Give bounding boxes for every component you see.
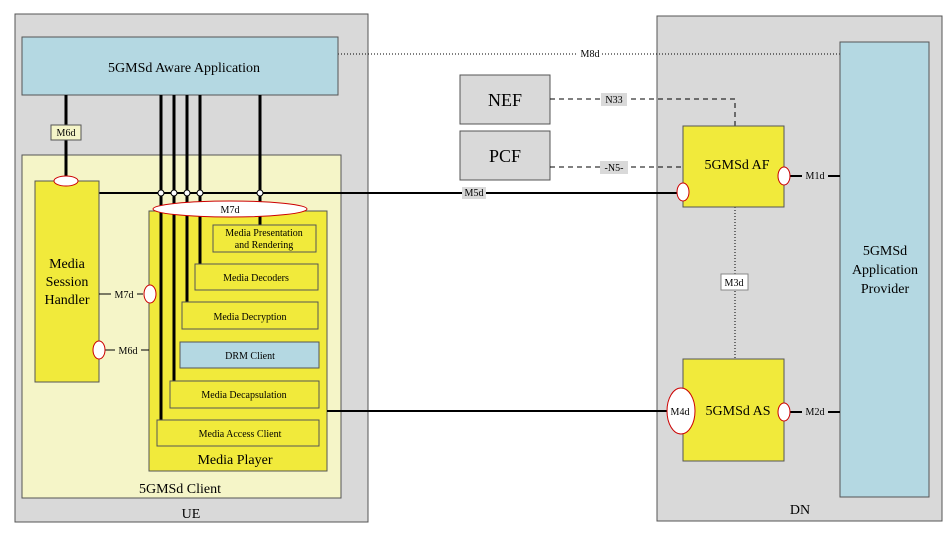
m7d-side-port (143, 284, 157, 304)
msh-line2: Session (46, 275, 89, 290)
pcf-label: PCF (489, 146, 521, 166)
decoders-label: Media Decoders (223, 273, 289, 284)
media-presentation-box: Media Presentation and Rendering (212, 224, 317, 253)
nef-box: NEF (459, 74, 551, 125)
pcf-box: PCF (459, 130, 551, 181)
provider-line2: Application (852, 263, 918, 278)
m3d-label: M3d (725, 278, 744, 289)
msh-line3: Handler (44, 293, 89, 308)
m6d-top-port (53, 175, 79, 187)
nef-label: NEF (488, 90, 522, 110)
client-label: 5GMSd Client (139, 482, 221, 497)
m4d-label: M4d (671, 407, 690, 418)
aware-application: 5GMSd Aware Application (21, 36, 339, 96)
m4d-port (666, 387, 696, 435)
m7d-top-port: M7d (152, 200, 308, 218)
m1d-port (777, 166, 791, 186)
drm-client-box: DRM Client (179, 341, 320, 369)
media-player-label: Media Player (197, 453, 272, 468)
n33-label: N33 (605, 95, 622, 106)
aware-app-label: 5GMSd Aware Application (108, 61, 260, 76)
n5-label: -N5- (605, 163, 624, 174)
provider-line1: 5GMSd (863, 244, 907, 259)
m6d-side-port (92, 340, 106, 360)
af-box: 5GMSd AF (682, 125, 785, 208)
access-client-label: Media Access Client (199, 429, 282, 440)
ue-label: UE (182, 507, 201, 522)
m5d-port (676, 182, 690, 202)
m6d-side-label: M6d (119, 346, 138, 357)
media-access-client-box: Media Access Client (156, 419, 320, 447)
msh-line1: Media (49, 257, 86, 272)
m5d-crossings (157, 189, 264, 197)
af-label: 5GMSd AF (705, 158, 770, 173)
media-session-handler: Media Session Handler (34, 180, 100, 383)
m2d-label: M2d (806, 407, 825, 418)
presentation-line1: Media Presentation (225, 228, 302, 239)
m8d-label: M8d (581, 49, 600, 60)
as-label: 5GMSd AS (706, 404, 771, 419)
m7d-top-label: M7d (221, 205, 240, 216)
decryption-label: Media Decryption (213, 312, 286, 323)
application-provider: 5GMSd Application Provider (839, 41, 930, 498)
media-decryption-box: Media Decryption (181, 301, 319, 330)
m7d-side-label: M7d (115, 290, 134, 301)
m1d-label: M1d (806, 171, 825, 182)
dn-label: DN (790, 503, 810, 518)
provider-line3: Provider (861, 282, 910, 297)
m5d-label: M5d (465, 188, 484, 199)
drm-label: DRM Client (225, 351, 275, 362)
m6d-top-label: M6d (57, 128, 76, 139)
presentation-line2: and Rendering (235, 240, 294, 251)
media-decapsulation-box: Media Decapsulation (169, 380, 320, 409)
media-decoders-box: Media Decoders (194, 263, 319, 291)
as-box: 5GMSd AS (682, 358, 785, 462)
decapsulation-label: Media Decapsulation (201, 390, 286, 401)
m2d-port (777, 402, 791, 422)
